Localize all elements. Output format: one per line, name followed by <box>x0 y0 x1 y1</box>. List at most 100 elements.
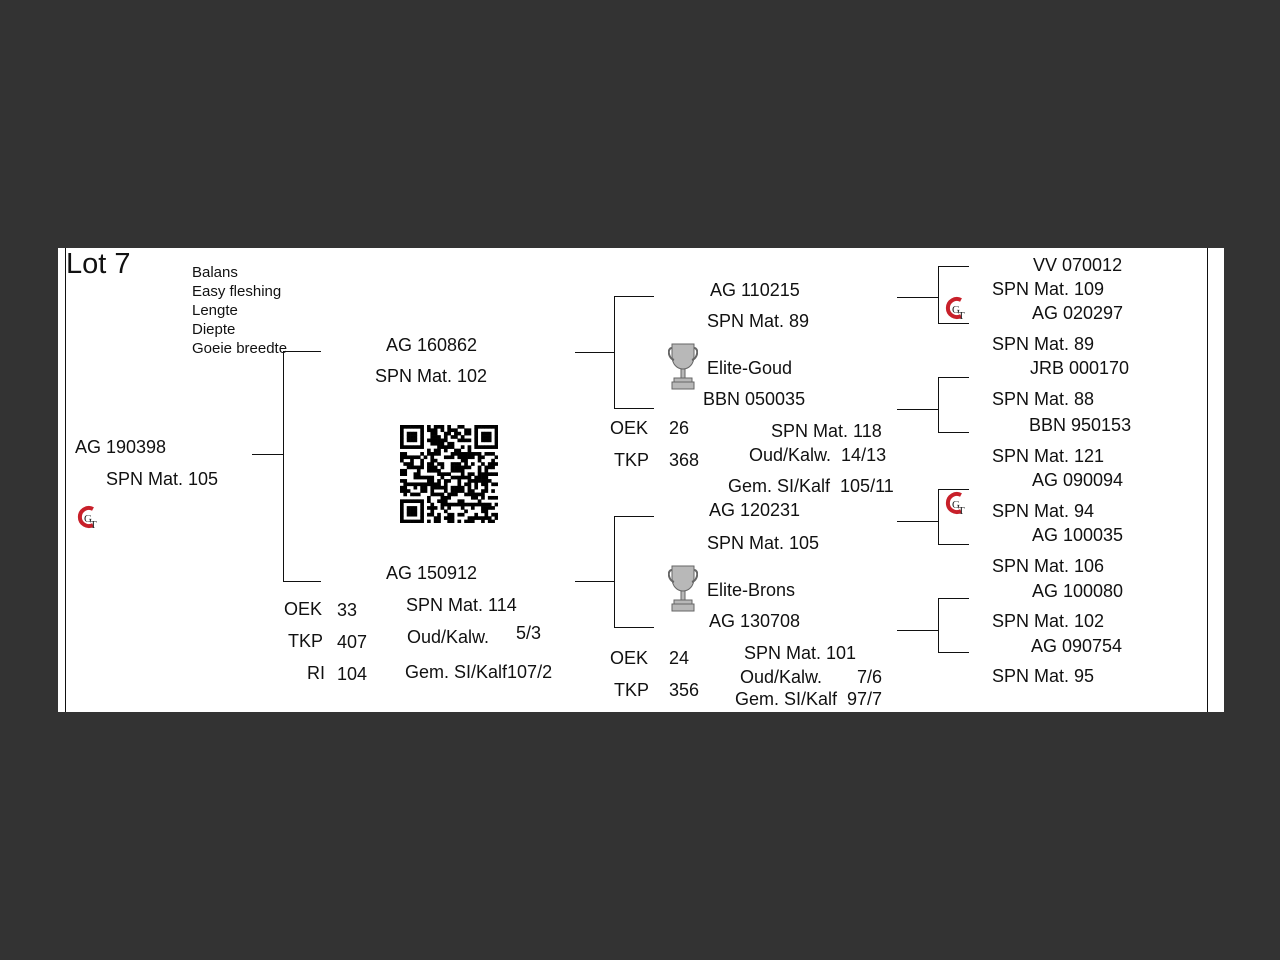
gen3-id: JRB 000170 <box>1030 358 1130 378</box>
gen3-spn: SPN Mat. 94 <box>992 501 1095 521</box>
dam-dam-oud-label: Oud/Kalw. <box>740 667 823 687</box>
subject-spn: SPN Mat. 105 <box>106 469 219 489</box>
connector <box>614 516 615 627</box>
connector <box>938 489 939 544</box>
dam-dam-tkp: 356 <box>669 680 700 700</box>
trait: Goeie breedte <box>192 340 288 357</box>
connector <box>938 652 969 653</box>
dam-oek-label: OEK <box>284 599 323 619</box>
trophy-icon <box>668 343 698 390</box>
sire-dam-tkp: 368 <box>669 450 700 470</box>
dam-dam-tkp-label: TKP <box>614 680 650 700</box>
dam-tkp: 407 <box>337 632 368 652</box>
connector <box>575 581 614 582</box>
connector <box>283 581 321 582</box>
connector <box>938 377 939 432</box>
sire-sire-spn: SPN Mat. 89 <box>707 311 810 331</box>
dam-ri-label: RI <box>307 663 325 683</box>
trait: Diepte <box>192 321 236 338</box>
dam-sire-id: AG 120231 <box>709 500 801 520</box>
connector <box>938 544 969 545</box>
svg-text:T: T <box>958 505 965 517</box>
gen3-id: AG 020297 <box>1032 303 1124 323</box>
svg-text:T: T <box>958 310 965 322</box>
connector <box>283 351 284 581</box>
connector <box>614 627 654 628</box>
dam-oud-label: Oud/Kalw. <box>407 627 490 647</box>
gen3-spn: SPN Mat. 89 <box>992 334 1095 354</box>
connector <box>614 408 654 409</box>
qr-code <box>400 425 498 523</box>
pedigree-sheet <box>58 248 1224 712</box>
gen3-id: AG 100080 <box>1032 581 1124 601</box>
dam-oek: 33 <box>337 600 358 620</box>
gen3-spn: SPN Mat. 109 <box>992 279 1105 299</box>
trait: Balans <box>192 264 238 281</box>
sire-dam-oek-label: OEK <box>610 418 649 438</box>
lot-title: Lot 7 <box>66 248 131 280</box>
gen3-id: AG 090094 <box>1032 470 1124 490</box>
svg-text:T: T <box>90 519 97 531</box>
sire-id: AG 160862 <box>386 335 478 355</box>
dam-tkp-label: TKP <box>288 631 324 651</box>
dam-dam-gem: Gem. SI/Kalf 97/7 <box>735 689 883 709</box>
gt-logo-icon: GT <box>77 506 97 531</box>
gen3-id: VV 070012 <box>1033 255 1123 275</box>
gen3-id: AG 090754 <box>1031 636 1123 656</box>
gen3-id: AG 100035 <box>1032 525 1124 545</box>
sire-sire-id: AG 110215 <box>710 280 800 300</box>
dam-dam-spn: SPN Mat. 101 <box>744 643 857 663</box>
connector <box>897 521 938 522</box>
gen3-spn: SPN Mat. 106 <box>992 556 1105 576</box>
sire-dam-tkp-label: TKP <box>614 450 650 470</box>
sire-dam-id: BBN 050035 <box>703 389 806 409</box>
trophy-icon <box>668 565 698 612</box>
connector <box>614 296 615 408</box>
connector <box>897 630 938 631</box>
gt-logo-icon: GT <box>945 492 965 517</box>
gen3-spn: SPN Mat. 102 <box>992 611 1105 631</box>
connector <box>938 377 969 378</box>
sire-dam-award: Elite-Goud <box>707 358 793 378</box>
connector <box>614 516 654 517</box>
sire-dam-gem: Gem. SI/Kalf 105/11 <box>728 476 894 496</box>
dam-dam-id: AG 130708 <box>709 611 801 631</box>
dam-spn: SPN Mat. 114 <box>406 595 517 615</box>
connector <box>575 352 614 353</box>
sire-dam-oud: Oud/Kalw. 14/13 <box>749 445 887 465</box>
gt-logo-icon: GT <box>945 297 965 322</box>
connector <box>283 351 321 352</box>
right-border <box>1207 248 1208 712</box>
gen3-spn: SPN Mat. 88 <box>992 389 1095 409</box>
dam-id: AG 150912 <box>386 563 478 583</box>
dam-dam-oek: 24 <box>669 648 690 668</box>
connector <box>614 296 654 297</box>
connector <box>938 598 939 652</box>
sire-spn: SPN Mat. 102 <box>375 366 488 386</box>
connector <box>938 323 969 324</box>
connector <box>938 598 969 599</box>
gen3-id: BBN 950153 <box>1029 415 1132 435</box>
gen3-spn: SPN Mat. 121 <box>992 446 1105 466</box>
svg-text:G: G <box>84 513 92 525</box>
subject-id: AG 190398 <box>75 437 167 457</box>
dam-ri: 104 <box>337 664 368 684</box>
connector <box>897 297 938 298</box>
svg-text:G: G <box>952 499 960 511</box>
connector <box>938 266 969 267</box>
connector <box>938 432 969 433</box>
left-border <box>65 248 66 712</box>
dam-dam-oek-label: OEK <box>610 648 649 668</box>
connector <box>938 266 939 323</box>
dam-dam-oud: 7/6 <box>857 667 883 687</box>
trait: Lengte <box>192 302 238 319</box>
connector <box>938 489 969 490</box>
dam-sire-spn: SPN Mat. 105 <box>707 533 820 553</box>
gen3-spn: SPN Mat. 95 <box>992 666 1095 686</box>
dam-dam-award: Elite-Brons <box>707 580 796 600</box>
trait: Easy fleshing <box>192 283 282 300</box>
dam-gem: Gem. SI/Kalf107/2 <box>405 662 553 682</box>
connector <box>252 454 283 455</box>
dam-oud: 5/3 <box>516 623 542 643</box>
sire-dam-spn: SPN Mat. 118 <box>771 421 882 441</box>
